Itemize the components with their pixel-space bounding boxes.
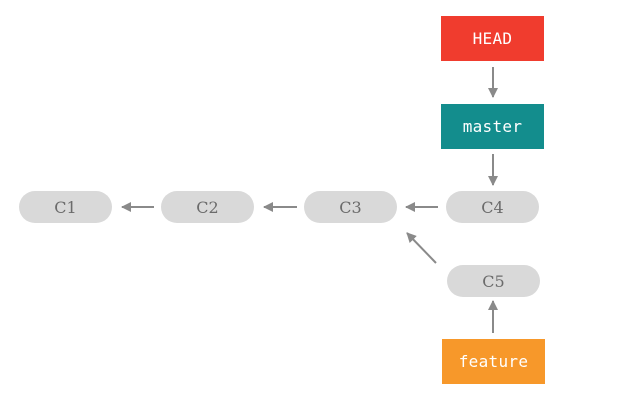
head-pointer-label: HEAD	[472, 29, 513, 48]
commit-c4: C4	[446, 191, 539, 223]
master-branch-label: master	[462, 117, 523, 136]
commit-c1: C1	[19, 191, 112, 223]
head-pointer: HEAD	[441, 16, 544, 61]
master-branch: master	[441, 104, 544, 149]
commit-c3: C3	[304, 191, 397, 223]
commit-c4-label: C4	[481, 197, 504, 217]
commit-c5-label: C5	[482, 271, 505, 291]
commit-c2-label: C2	[196, 197, 219, 217]
commit-c3-label: C3	[339, 197, 362, 217]
arrow-c5-to-c3	[406, 232, 437, 264]
feature-branch: feature	[442, 339, 545, 384]
feature-branch-label: feature	[458, 352, 529, 371]
commit-c1-label: C1	[54, 197, 77, 217]
commit-c2: C2	[161, 191, 254, 223]
commit-c5: C5	[447, 265, 540, 297]
